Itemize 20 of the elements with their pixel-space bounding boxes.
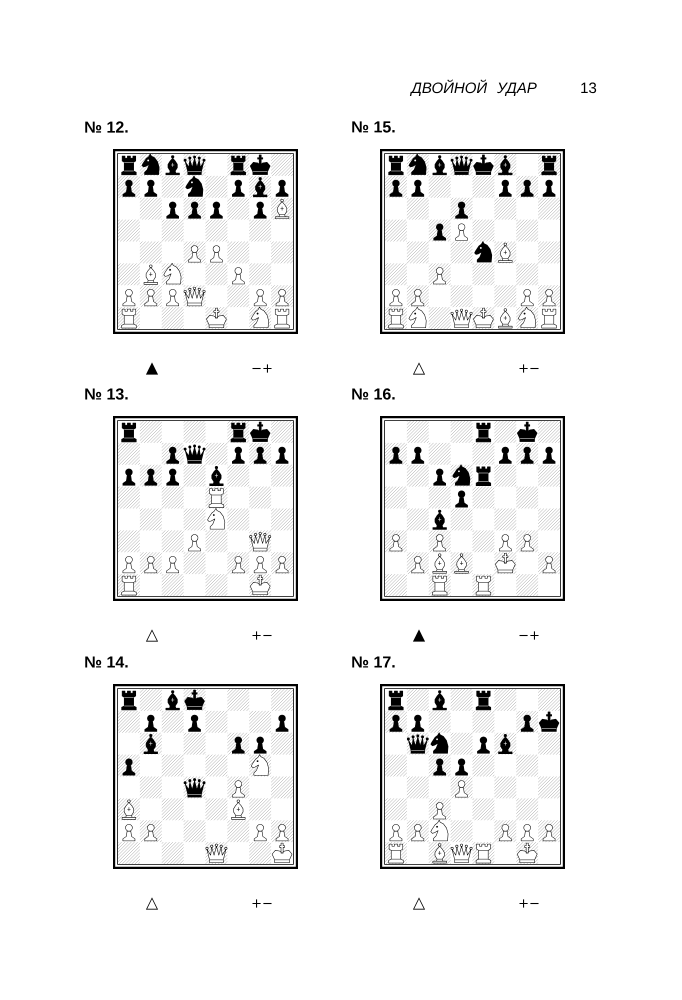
evaluation-symbol: +− [252,899,272,908]
evaluation-symbol: −+ [520,631,539,640]
diagram-number: № 17. [352,656,395,668]
turn-symbol: △ [412,362,426,375]
turn-symbol: △ [146,629,158,642]
diagram-number: № 16. [352,388,395,400]
evaluation-symbol: +− [520,364,539,373]
diagram-number: № 13. [85,388,128,400]
evaluation-symbol: −+ [252,364,272,373]
evaluation-symbol: +− [252,631,272,640]
page-number: 13 [581,82,596,94]
diagram-number: № 15. [352,121,395,133]
diagram-number: № 14. [85,656,128,668]
running-title: ДВОЙНОЙ УДАР [410,80,537,96]
evaluation-symbol: +− [520,899,539,908]
turn-symbol: △ [412,897,426,910]
turn-symbol: ▲ [146,362,158,375]
turn-symbol: △ [146,897,158,910]
diagram-number: № 12. [85,121,128,133]
turn-symbol: ▲ [412,629,426,642]
